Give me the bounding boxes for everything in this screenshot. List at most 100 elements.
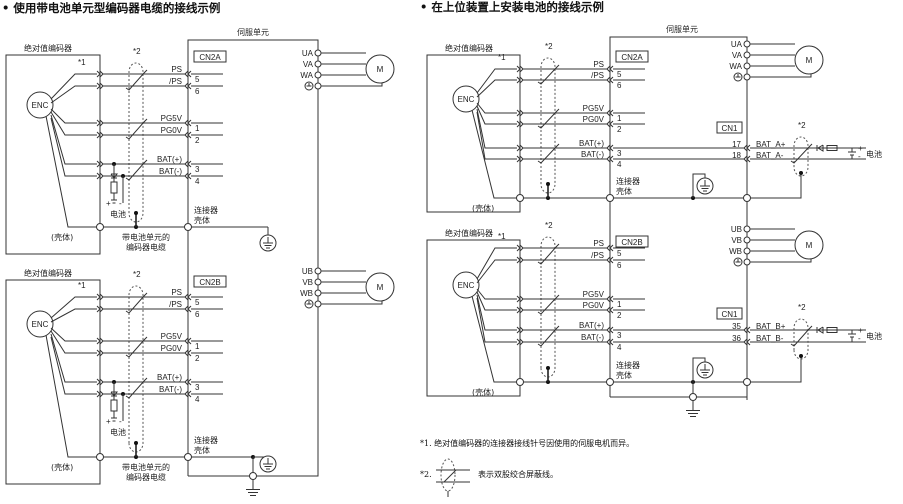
encoder-wire	[476, 291, 517, 311]
signal-label: PS	[593, 60, 604, 69]
socket-chevron	[606, 256, 611, 264]
pin-number: 2	[617, 125, 622, 134]
encoder-symbol	[452, 271, 480, 299]
motor-terminal-label: VB	[302, 278, 313, 287]
motor-ground-terminal	[743, 258, 751, 266]
signal-label: PG0V	[583, 301, 605, 310]
encoder-wire	[476, 247, 517, 280]
motor-label: M	[377, 283, 384, 292]
external-cable-shield	[793, 136, 809, 177]
cn1-shell-terminal	[743, 378, 751, 386]
motor-terminal	[314, 289, 322, 297]
socket-chevron	[184, 172, 189, 180]
encoder-wire	[50, 333, 97, 383]
cable-label: 编码器电缆	[126, 472, 166, 482]
encoder-shell-terminal	[96, 453, 104, 461]
note2-marker: *2	[798, 121, 806, 130]
signal-label: BAT(+)	[579, 321, 604, 330]
socket-chevron	[184, 82, 189, 90]
pin-number: 4	[617, 343, 622, 352]
shell-wire	[45, 115, 97, 228]
encoder-wire	[476, 108, 517, 149]
signal-label: PG5V	[161, 332, 183, 341]
battery-label: 电池	[110, 427, 126, 437]
ground-wire	[692, 173, 706, 198]
twisted-pair	[537, 243, 560, 265]
socket-chevron	[606, 338, 611, 346]
battery-plus: +	[858, 144, 863, 153]
motor-terminal	[314, 60, 322, 68]
motor-terminal	[743, 236, 751, 244]
pin-number: 2	[195, 354, 200, 363]
encoder-wire	[50, 327, 97, 342]
socket-chevron	[184, 119, 189, 127]
signal-label: BAT(-)	[159, 167, 182, 176]
left-diagram: 伺服单元绝对值编码器ENC*1CN2A*2PS5/PS6PG5V1PG0V2BA…	[5, 27, 395, 496]
signal-label: BAT(+)	[579, 139, 604, 148]
encoder-shell-terminal	[516, 194, 524, 202]
note1-marker: *1	[498, 232, 506, 241]
encoder-label: ENC	[32, 101, 49, 110]
motor-symbol	[794, 45, 824, 75]
earth-ground-icon	[246, 479, 260, 496]
encoder-shell-terminal	[516, 378, 524, 386]
frame-ground-terminal	[249, 472, 257, 480]
cn1-signal-label: BAT_A+	[756, 140, 786, 149]
signal-label: /PS	[169, 77, 182, 86]
socket-chevron	[746, 144, 751, 152]
shield-drain-dot	[799, 171, 803, 175]
encoder-wire	[50, 330, 97, 354]
signal-label: BAT(+)	[157, 155, 182, 164]
encoder-wire	[476, 79, 517, 98]
encoder-box-label: 绝对值编码器	[445, 228, 493, 238]
connector-shell-label: 连接器	[194, 435, 218, 445]
battery-minus: -	[858, 152, 861, 161]
connector-shell-terminal	[184, 223, 192, 231]
twisted-shield-symbol	[436, 458, 470, 497]
battery-plus: +	[858, 326, 863, 335]
cn1-pin-number: 35	[732, 322, 741, 331]
motor-terminal	[314, 267, 322, 275]
motor-terminal	[743, 62, 751, 70]
twisted-pair	[537, 108, 560, 129]
socket-chevron	[606, 244, 611, 252]
footnotes: *1. 绝对值编码器的连接器接线针号因使用的伺服电机而异。 *2. 表示双股绞合…	[420, 438, 634, 497]
socket-chevron	[743, 326, 748, 334]
pin-number: 2	[617, 311, 622, 320]
twisted-pair	[125, 118, 148, 140]
socket-chevron	[743, 338, 748, 346]
twisted-pair	[125, 159, 148, 181]
encoder-block-1: 绝对值编码器ENC*1CN2A*2PS5/PS6PG5V1PG0V2BAT(+)…	[5, 43, 395, 255]
connector-shell-terminal	[606, 194, 614, 202]
signal-label: PS	[171, 65, 182, 74]
connector-shell-label: 壳体	[616, 370, 632, 380]
cn1-label-box	[716, 121, 743, 134]
shield-drain-wire	[750, 173, 802, 199]
battery-label: 电池	[866, 149, 882, 159]
encoder-shell-terminal	[96, 223, 104, 231]
motor-terminal-label: WB	[300, 289, 313, 298]
pin-number: 4	[617, 160, 622, 169]
socket-chevron	[184, 293, 189, 301]
cn1-signal-label: BAT_B+	[756, 322, 786, 331]
encoder-wire	[476, 68, 517, 94]
motor-symbol	[365, 272, 395, 302]
encoder-wire	[50, 117, 97, 177]
socket-chevron	[606, 65, 611, 73]
signal-label: BAT(-)	[159, 385, 182, 394]
twisted-pair	[537, 294, 560, 315]
footnote-2-text: 表示双股绞合屏蔽线。	[478, 469, 558, 479]
encoder-wire	[476, 105, 517, 125]
motor-ground-terminal	[743, 73, 751, 81]
socket-chevron	[746, 326, 751, 334]
socket-chevron	[746, 155, 751, 163]
shield-drain-dot	[546, 182, 550, 186]
resistor-icon	[110, 181, 118, 194]
left-title: • 使用带电池单元型编码器电缆的接线示例	[2, 1, 220, 15]
socket-chevron	[184, 390, 189, 398]
signal-label: PG0V	[161, 344, 183, 353]
signal-label: BAT(-)	[581, 150, 604, 159]
encoder-wire	[476, 288, 517, 300]
motor-terminal	[314, 278, 322, 286]
